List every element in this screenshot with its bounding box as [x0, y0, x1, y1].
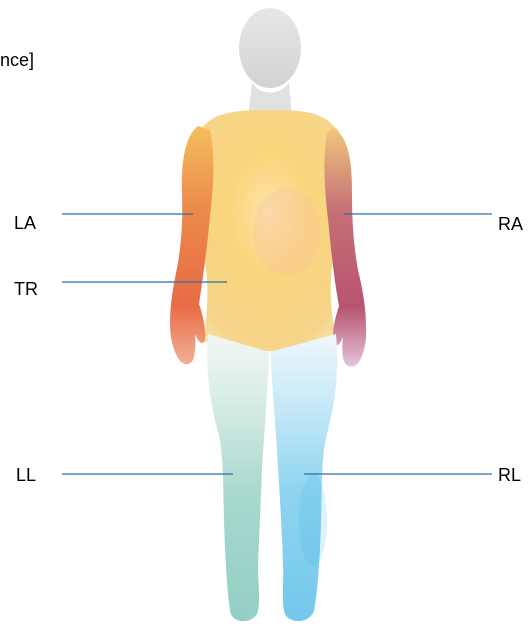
partial-heading-text: nce]	[0, 49, 34, 71]
label-rl: RL	[498, 464, 521, 486]
torso-highlight	[253, 188, 321, 276]
right-leg-highlight	[299, 474, 327, 566]
head-group	[239, 8, 301, 118]
left-leg	[207, 334, 269, 621]
right-leg-group	[270, 334, 337, 621]
label-ll: LL	[16, 464, 36, 486]
right-leg	[270, 334, 337, 621]
label-ra: RA	[498, 213, 523, 235]
label-tr: TR	[14, 278, 38, 300]
left-leg-group	[207, 334, 269, 621]
label-la: LA	[14, 212, 36, 234]
head	[239, 8, 301, 88]
